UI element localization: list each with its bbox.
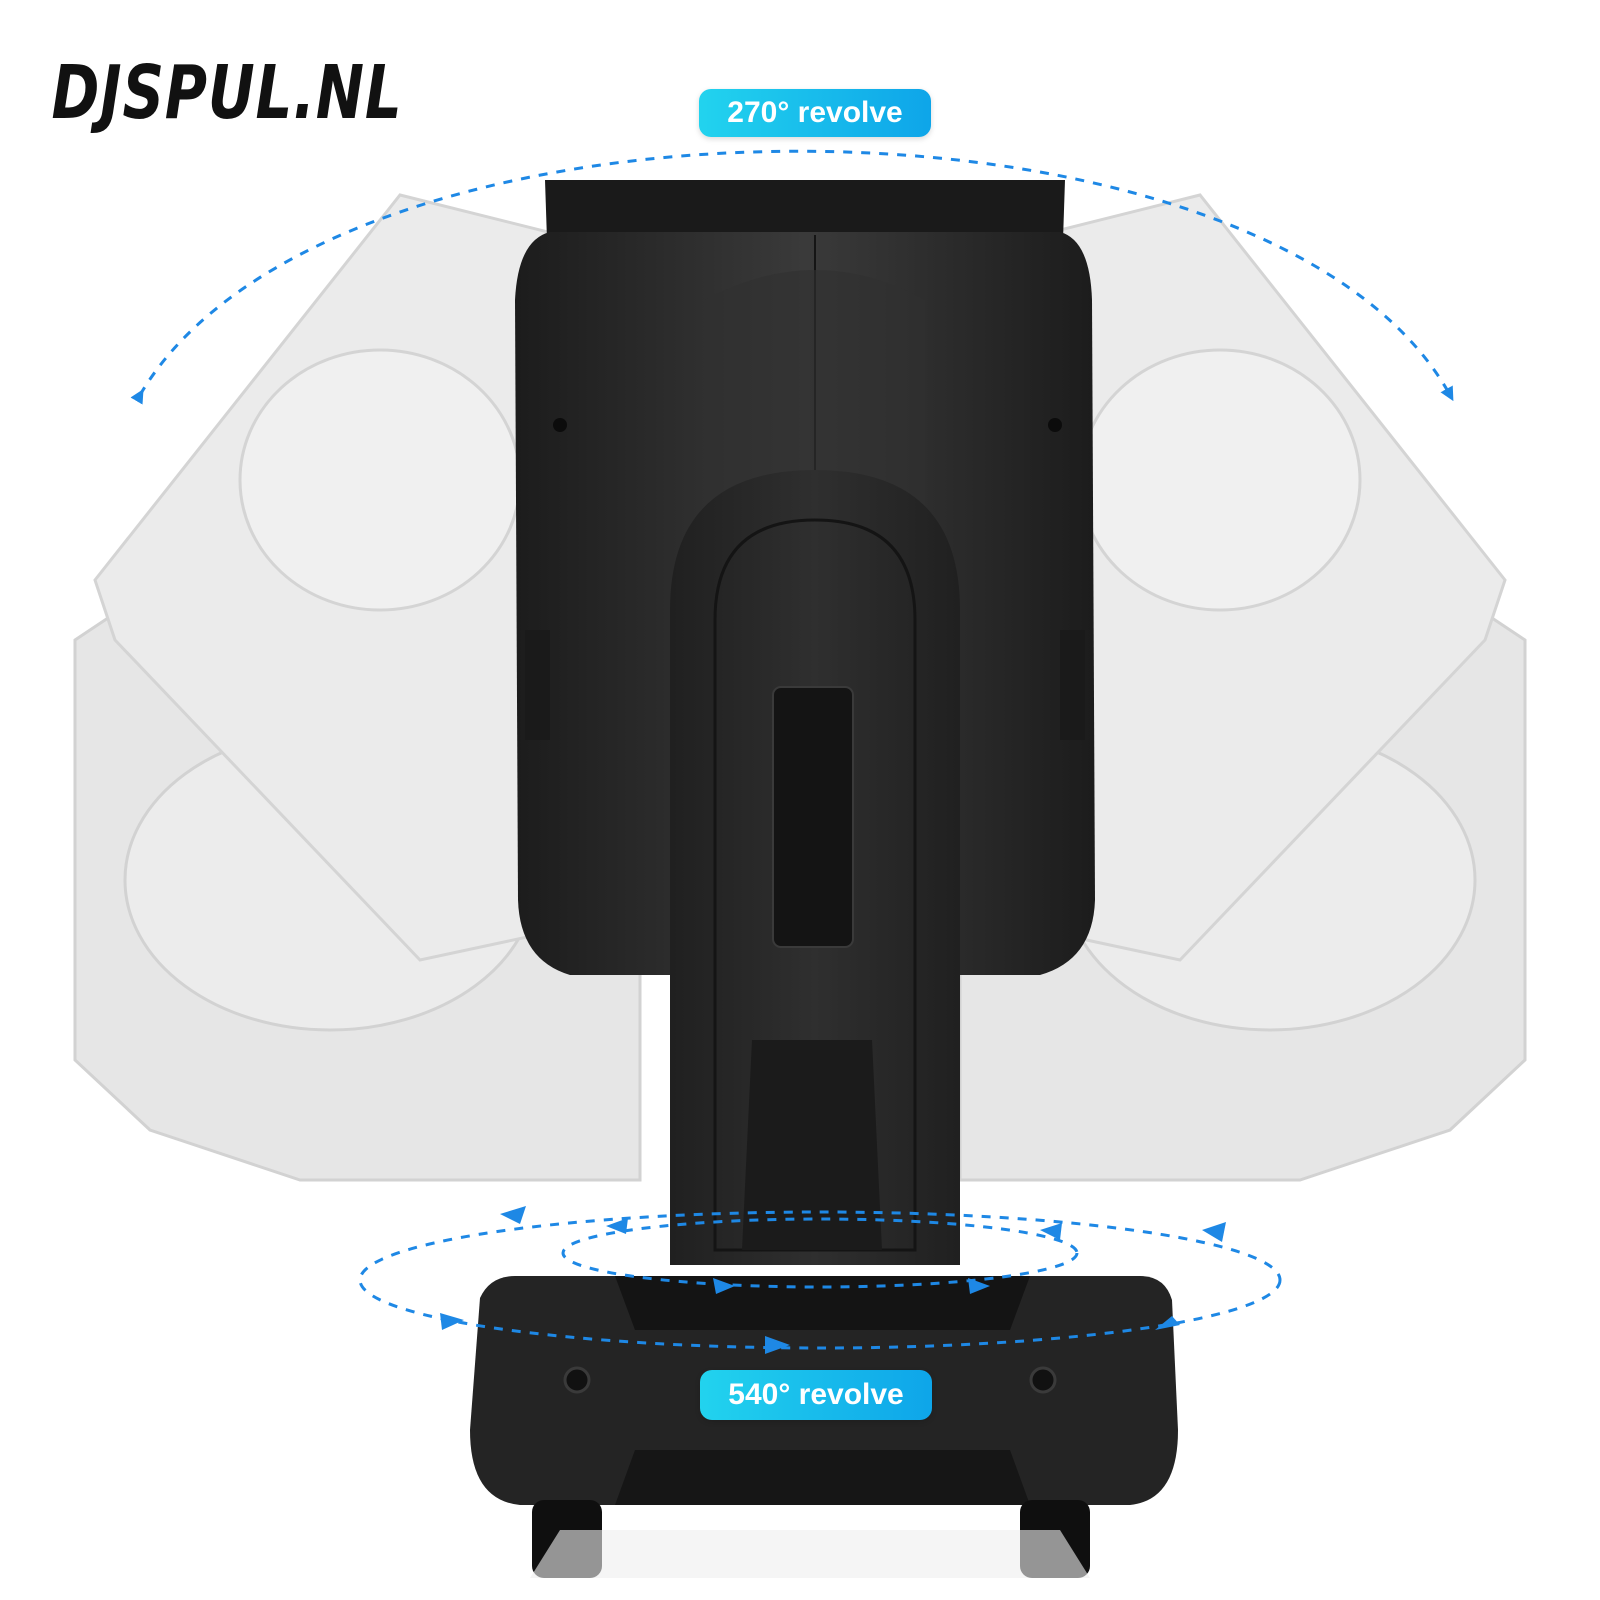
brand-logo: DJSPUL.NL xyxy=(22,34,432,152)
fixture-yoke xyxy=(670,470,960,1265)
tilt-revolve-badge: 270° revolve xyxy=(699,89,931,137)
tilt-arc-icon xyxy=(130,149,1454,405)
logo-text: DJSPUL.NL xyxy=(51,50,403,136)
pan-arrowheads xyxy=(440,1206,1226,1354)
fixture-base xyxy=(470,1276,1178,1578)
pan-revolve-badge: 540° revolve xyxy=(700,1370,932,1420)
pan-orbit-icon xyxy=(358,1210,1282,1350)
